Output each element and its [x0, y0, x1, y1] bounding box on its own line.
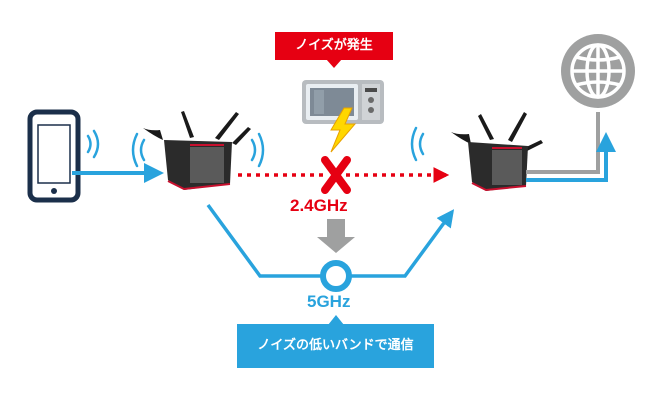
router-right-antenna-icon: [451, 132, 471, 144]
router-icon-left: [143, 111, 251, 191]
band-5-label: 5GHz: [307, 292, 351, 311]
switch-down-arrow-icon: [317, 219, 355, 253]
router-icon-right: [451, 112, 543, 192]
band-24-label: 2.4GHz: [290, 196, 348, 215]
router-to-internet-arrow: [526, 132, 616, 182]
result-callout-pointer: [328, 315, 344, 325]
cross-icon: [318, 153, 354, 197]
result-callout: ノイズの低いバンドで通信: [237, 324, 434, 368]
left-router-wifi-waves-icon: [131, 132, 265, 168]
noise-callout: ノイズが発生: [275, 32, 393, 60]
circle-icon: [320, 260, 352, 292]
right-router-wifi-waves-icon: [410, 126, 425, 162]
noise-callout-pointer: [326, 59, 342, 68]
globe-icon: [561, 34, 635, 108]
smartphone-icon: [27, 109, 81, 203]
router-left-antenna-icon: [143, 128, 163, 140]
router-to-internet-line: [526, 112, 600, 174]
phone-wifi-waves-icon: [86, 129, 100, 159]
lightning-icon: [330, 107, 357, 153]
